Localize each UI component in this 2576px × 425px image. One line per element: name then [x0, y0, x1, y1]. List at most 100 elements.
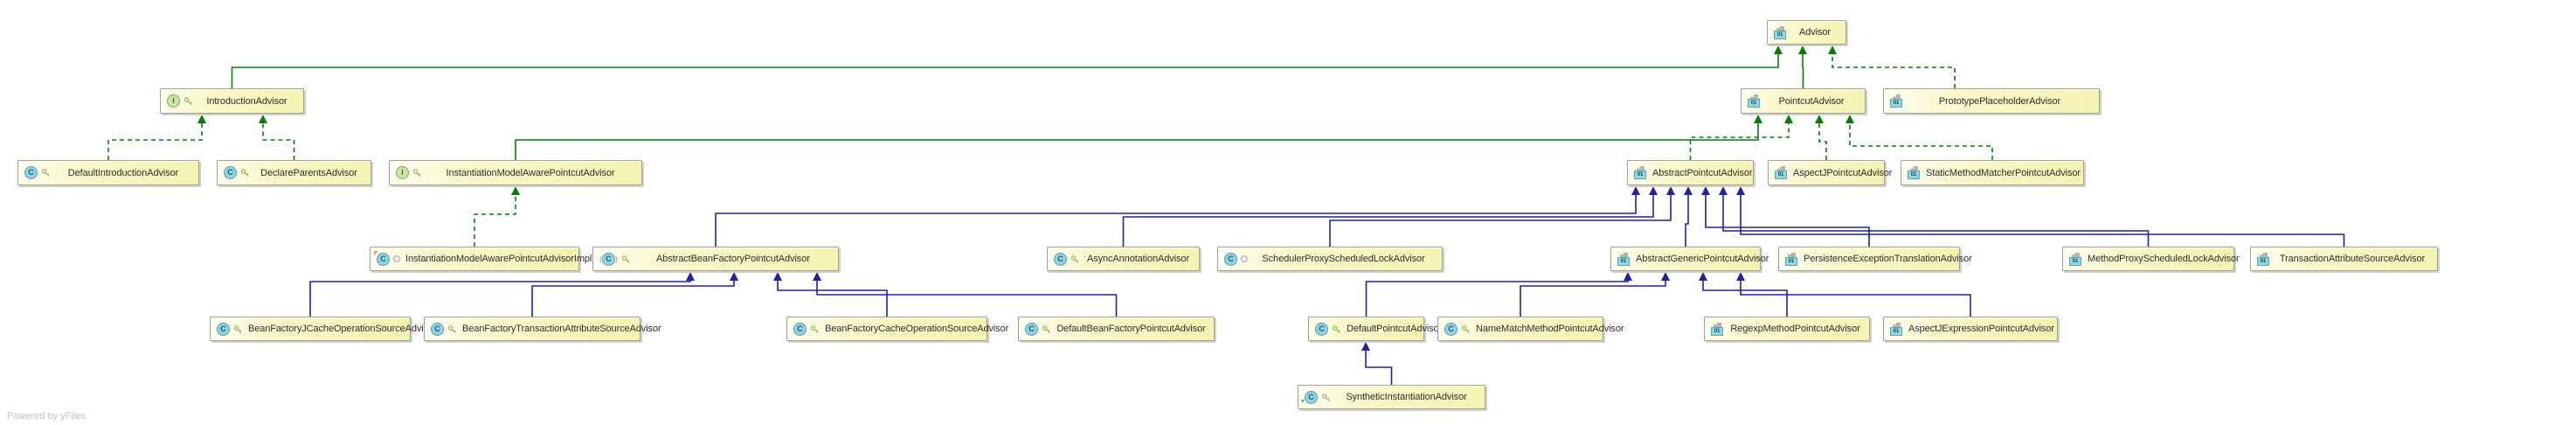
visibility-key-icon [810, 324, 819, 333]
class-node-label: PointcutAdvisor [1778, 95, 1845, 107]
class-node-instantiationModelAwarePointcutAdvisorImpl[interactable]: C InstantiationModelAwarePointcutAdvisorI… [370, 247, 592, 271]
library-fold-shape [1788, 252, 1796, 259]
library-fold-shape [1637, 166, 1645, 172]
visibility-key-icon [1042, 324, 1050, 333]
class-node-label: AspectJExpressionPointcutAdvisor [1908, 324, 2054, 334]
inheritance-arrowhead [1798, 45, 1807, 54]
inheritance-edge [1365, 351, 1393, 385]
class-icon: C [431, 322, 444, 336]
library-binary-badge: 01 [1634, 171, 1646, 179]
inheritance-edge [1722, 195, 2150, 247]
class-node-label: InstantiationModelAwarePointcutAdvisor [446, 167, 615, 178]
library-binary-badge: 01 [1711, 326, 1723, 336]
inheritance-arrowhead [1774, 45, 1783, 54]
class-node-abstractBeanFactoryPointcutAdvisor[interactable]: (C) AbstractBeanFactoryPointcutAdvisor [592, 247, 839, 271]
inheritance-arrowhead [511, 186, 520, 195]
inheritance-arrowhead [1699, 272, 1707, 281]
class-icon: C [1444, 322, 1458, 336]
visibility-key-icon [621, 254, 630, 263]
inheritance-edge [816, 281, 1118, 317]
visibility-key-icon [184, 97, 192, 106]
visibility-key-icon [1070, 254, 1079, 263]
library-class-icon: 01 [1890, 322, 1903, 336]
class-node-syntheticInstantiationAdvisor[interactable]: C*SyntheticInstantiationAdvisor [1298, 385, 1485, 409]
inheritance-edge [1740, 195, 2345, 247]
class-node-label: AbstractBeanFactoryPointcutAdvisor [656, 254, 810, 264]
inheritance-edge [309, 281, 691, 317]
inheritance-arrowhead [1815, 115, 1824, 123]
inheritance-edge [1685, 195, 1689, 247]
inheritance-edge [1802, 54, 1804, 88]
inheritance-arrowhead [197, 115, 206, 123]
class-node-label: Advisor [1799, 27, 1831, 38]
inheritance-edge [1740, 281, 1971, 317]
inheritance-edge [515, 123, 1759, 160]
abstract-marker: ) [614, 254, 618, 263]
library-binary-badge: 01 [1785, 256, 1797, 266]
class-icon: C [1305, 390, 1318, 404]
inner-class-icon: C* [1301, 390, 1318, 407]
inheritance-edge [262, 123, 295, 160]
library-binary-badge: 01 [2257, 256, 2269, 266]
library-fold-shape [1714, 322, 1721, 329]
inheritance-edge [474, 195, 516, 247]
inheritance-arrowhead [1631, 186, 1640, 195]
library-fold-shape [1910, 166, 1918, 172]
inheritance-arrowhead [686, 272, 695, 281]
inheritance-edge [1122, 195, 1654, 247]
library-binary-badge: 01 [1890, 99, 1902, 108]
class-node-label: InstantiationModelAwarePointcutAdvisorIm… [405, 254, 592, 264]
inheritance-arrowhead [1719, 186, 1728, 195]
class-node-pointcutAdvisor[interactable]: 01 PointcutAdvisor [1741, 88, 1866, 114]
library-binary-badge: 01 [1617, 256, 1630, 266]
class-node-label: BeanFactoryJCacheOperationSourceAdvisor [248, 324, 437, 334]
library-class-icon: 01 [2257, 252, 2270, 266]
class-node-label: MethodProxyScheduledLockAdvisor [2088, 254, 2240, 264]
library-fold-shape [1777, 166, 1785, 172]
library-fold-shape [1893, 322, 1901, 329]
inheritance-edge [1702, 281, 1788, 317]
inheritance-arrowhead [1754, 115, 1762, 123]
inheritance-edge [715, 195, 1637, 247]
class-node-regexpMethodPointcutAdvisor[interactable]: 01 RegexpMethodPointcutAdvisor [1704, 317, 1870, 341]
library-class-icon: 01 [1748, 94, 1761, 108]
final-class-icon: C [374, 250, 390, 266]
inheritance-arrowhead [1649, 186, 1658, 195]
class-node-advisor[interactable]: 01 Advisor [1767, 20, 1846, 45]
abstract-class-icon: (C) [599, 252, 618, 266]
library-class-icon: 01 [1774, 25, 1787, 39]
inheritance-arrowhead [259, 115, 267, 123]
powered-by-yfiles-label: Powered by yFiles [7, 411, 86, 422]
library-fold-shape [2260, 252, 2268, 259]
gray-key-icon [1321, 393, 1330, 401]
library-class-icon: 01 [1890, 94, 1903, 108]
inheritance-arrowhead [1624, 272, 1632, 281]
class-node-aspectJExpressionPointcutAdvisor[interactable]: 01 AspectJExpressionPointcutAdvisor [1883, 317, 2058, 341]
inheritance-edge [1520, 281, 1666, 317]
class-node-label: RegexpMethodPointcutAdvisor [1730, 324, 1860, 334]
interface-icon: I [167, 94, 180, 108]
inheritance-arrowhead [730, 272, 738, 281]
library-class-icon: 01 [1711, 322, 1724, 336]
